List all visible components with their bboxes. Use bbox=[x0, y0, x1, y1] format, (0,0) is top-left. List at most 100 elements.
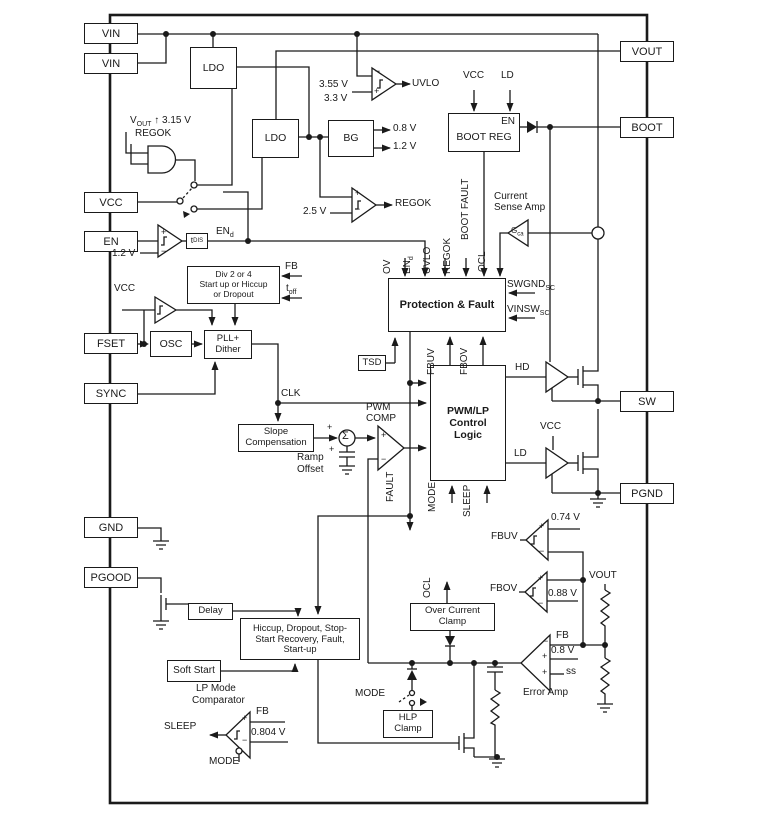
error-plus-1: + bbox=[542, 651, 548, 661]
uvlo-threshold-low-label: 3.3 V bbox=[324, 93, 348, 104]
ramp-offset-label-1: Ramp bbox=[297, 452, 324, 463]
fbuv-minus: − bbox=[539, 546, 545, 556]
block-osc: OSC bbox=[150, 331, 192, 357]
clk-label: CLK bbox=[281, 388, 301, 399]
block-boot-reg: BOOT REG EN bbox=[448, 113, 520, 152]
feedback-wiring bbox=[317, 528, 606, 758]
boot-fault-label: BOOT FAULT bbox=[460, 178, 471, 240]
fault-label: FAULT bbox=[385, 471, 396, 502]
pin-sync: SYNC bbox=[84, 383, 138, 404]
lp-mode-comparator bbox=[225, 710, 251, 760]
uvlo-comparator bbox=[371, 66, 398, 102]
current-sense-amplifier bbox=[506, 218, 529, 248]
error-minus: − bbox=[543, 636, 549, 646]
osc-vcc-label: VCC bbox=[114, 283, 136, 294]
pin-gnd: GND bbox=[84, 517, 138, 538]
resistor-compensation bbox=[489, 689, 502, 726]
hs-mosfet bbox=[577, 366, 584, 388]
fb-amp-label: FB bbox=[556, 630, 569, 641]
pwm-plus: + bbox=[381, 430, 387, 440]
block-ldo1: LDO bbox=[190, 47, 237, 89]
error-amplifier bbox=[520, 633, 551, 693]
pin-pgood: PGOOD bbox=[84, 567, 138, 588]
top-wiring bbox=[138, 33, 620, 372]
boot-reg-vcc-label: VCC bbox=[463, 70, 485, 81]
sigma-plus-2: + bbox=[329, 444, 335, 454]
pin-vout: VOUT bbox=[620, 41, 674, 62]
error-amp-label: Error Amp bbox=[523, 687, 569, 698]
block-hiccup: Hiccup, Dropout, Stop-Start Recovery, Fa… bbox=[240, 618, 360, 660]
pin-pgnd: PGND bbox=[620, 483, 674, 504]
lp-mode-input-label: MODE bbox=[209, 756, 239, 767]
pin-fset: FSET bbox=[84, 333, 138, 354]
clamp-mosfet bbox=[458, 733, 465, 753]
bg-1v2-label: 1.2 V bbox=[393, 141, 417, 152]
hd-driver bbox=[545, 360, 570, 394]
boot-reg-en-label: EN bbox=[501, 116, 515, 127]
left-wiring bbox=[122, 89, 429, 422]
div-fb-label: FB bbox=[285, 261, 298, 272]
ls-vcc-label: VCC bbox=[540, 421, 562, 432]
uvlo-output-label: UVLO bbox=[412, 78, 440, 89]
boot-diode bbox=[527, 121, 538, 133]
regok-comparator bbox=[351, 186, 378, 224]
en-plus: + bbox=[161, 227, 167, 237]
resistor-divider-top bbox=[599, 589, 612, 628]
uvlo-threshold-high-label: 3.55 V bbox=[319, 79, 348, 90]
regok-minus: − bbox=[355, 204, 361, 214]
error-plus-2: + bbox=[542, 667, 548, 677]
fbuv-signal-label: FBUV bbox=[491, 531, 518, 542]
en-d-input-label: ENd bbox=[402, 256, 415, 274]
regok-output-label: REGOK bbox=[395, 198, 432, 209]
sigma-plus-1: + bbox=[327, 422, 333, 432]
regok-plus: + bbox=[355, 188, 361, 198]
uvlo-input-label: UVLO bbox=[422, 246, 433, 274]
block-protection-fault: Protection & Fault bbox=[388, 278, 506, 332]
hlp-mode-label: MODE bbox=[355, 688, 385, 699]
pwm-wiring bbox=[314, 434, 491, 663]
pin-vcc: VCC bbox=[84, 192, 138, 213]
t-off-label: toff bbox=[286, 283, 297, 297]
pin-sw: SW bbox=[620, 391, 674, 412]
sleep-output-label: SLEEP bbox=[164, 721, 197, 732]
fbov-comparator bbox=[524, 570, 548, 614]
and-regok-label: REGOK bbox=[135, 128, 172, 139]
pwm-comparator bbox=[377, 424, 406, 472]
power-stage-wiring bbox=[506, 376, 620, 499]
lp-plus: + bbox=[242, 713, 248, 723]
gca-label: Gca bbox=[511, 226, 524, 238]
pin-vin-1: VIN bbox=[84, 23, 138, 44]
block-ldo2: LDO bbox=[252, 119, 299, 158]
current-sense-amp-label-1: Current bbox=[494, 191, 528, 202]
current-sense-amp-label-2: Sense Amp bbox=[494, 202, 546, 213]
ld-driver bbox=[545, 446, 570, 480]
en-threshold-label: 1.2 V bbox=[112, 248, 136, 259]
block-bg: BG bbox=[328, 120, 374, 157]
ld-label: LD bbox=[514, 448, 527, 459]
sigma-node bbox=[338, 429, 356, 447]
lp-mode-label-1: LP Mode bbox=[196, 683, 236, 694]
lp-threshold-label: 0.804 V bbox=[251, 727, 286, 738]
regok-threshold-label: 2.5 V bbox=[303, 206, 327, 217]
ls-mosfet bbox=[577, 452, 584, 474]
en-d-label: ENd bbox=[216, 226, 234, 240]
fbuv-stub-label: FBUV bbox=[426, 348, 437, 375]
block-soft-start: Soft Start bbox=[167, 660, 221, 682]
mode-input-label: MODE bbox=[427, 482, 438, 512]
lp-fb-label: FB bbox=[256, 706, 269, 717]
ocl-input-label: OCL bbox=[477, 251, 488, 272]
ocl-output-label: OCL bbox=[422, 577, 433, 598]
resistor-divider-bottom bbox=[599, 657, 612, 696]
fbuv-comparator bbox=[525, 518, 549, 562]
pwm-minus: − bbox=[381, 454, 387, 464]
protection-wiring bbox=[314, 152, 535, 615]
swgnd-sc-label: SWGNDSC bbox=[507, 279, 556, 293]
ss-label: ss bbox=[566, 666, 576, 677]
vinsw-sc-label: VINSWSC bbox=[507, 304, 550, 318]
